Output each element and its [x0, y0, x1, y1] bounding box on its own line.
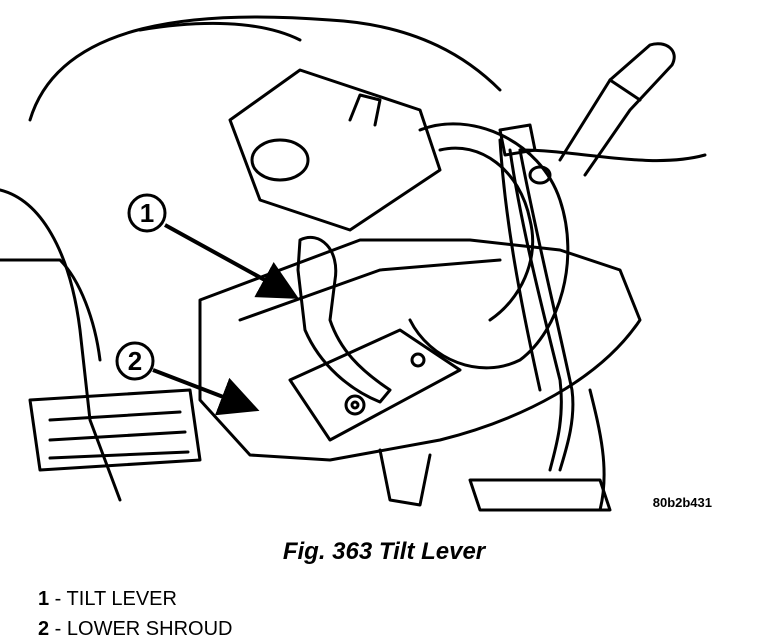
- steering-hub: [408, 122, 570, 370]
- lower-shroud: [198, 238, 642, 462]
- column-bracket: [348, 93, 382, 127]
- knee-panel: [28, 388, 202, 472]
- steering-hub-inner: [438, 146, 535, 322]
- callout-1-arrow: [164, 223, 300, 299]
- wire-harness-1: [508, 148, 563, 472]
- steering-column-illustration: 1 2 80b2b431: [0, 15, 712, 512]
- legend-item-label: LOWER SHROUD: [66, 618, 233, 640]
- callout-2-circle: [115, 341, 155, 381]
- column-lower: [378, 448, 432, 507]
- dash-inner-line: [138, 21, 302, 42]
- floor-bracket: [468, 478, 612, 512]
- figure-caption: Fig. 363 Tilt Lever: [282, 538, 486, 565]
- legend-item-label: TILT LEVER: [66, 588, 177, 610]
- knee-panel-slat-2: [48, 430, 187, 442]
- wire-clip: [528, 165, 552, 185]
- column-top-knob: [250, 138, 310, 182]
- legend-item-separator: -: [49, 618, 67, 640]
- legend: 1 - TILT LEVER 2 - LOWER SHROUD: [38, 584, 232, 644]
- legend-item: 2 - LOWER SHROUD: [38, 614, 232, 644]
- knee-panel-slat-3: [48, 450, 190, 460]
- wire-harness-2: [518, 148, 575, 472]
- wire-connector: [498, 123, 537, 157]
- legend-item-number: 2: [38, 618, 50, 640]
- shroud-screw-upper: [410, 352, 426, 368]
- legend-item-number: 1: [38, 588, 50, 610]
- knee-panel-slat-1: [48, 410, 182, 422]
- switch-stalk: [558, 42, 676, 177]
- callout-1-circle: [127, 193, 167, 233]
- shroud-screw: [344, 394, 366, 416]
- legend-item-separator: -: [49, 588, 67, 610]
- dash-left-panel: [0, 188, 122, 502]
- shroud-recess: [288, 328, 462, 442]
- shroud-seam: [238, 258, 502, 322]
- right-panel: [588, 388, 606, 512]
- column-upper-housing: [228, 68, 442, 232]
- callout-2-number: 2: [128, 346, 142, 376]
- dash-outline: [28, 15, 502, 122]
- dash-left-trim: [0, 258, 102, 362]
- callout-2: 2: [115, 341, 260, 416]
- callout-2-arrow: [152, 368, 260, 416]
- switch-stalk-grip: [608, 78, 642, 102]
- tilt-lever: [296, 235, 392, 404]
- wire-to-right: [518, 148, 707, 163]
- callout-1: 1: [127, 193, 300, 299]
- callout-1-number: 1: [140, 198, 154, 228]
- figure-code: 80b2b431: [653, 495, 712, 510]
- shroud-screw-center: [350, 400, 360, 410]
- wire-harness-3: [498, 138, 542, 392]
- legend-item: 1 - TILT LEVER: [38, 584, 232, 614]
